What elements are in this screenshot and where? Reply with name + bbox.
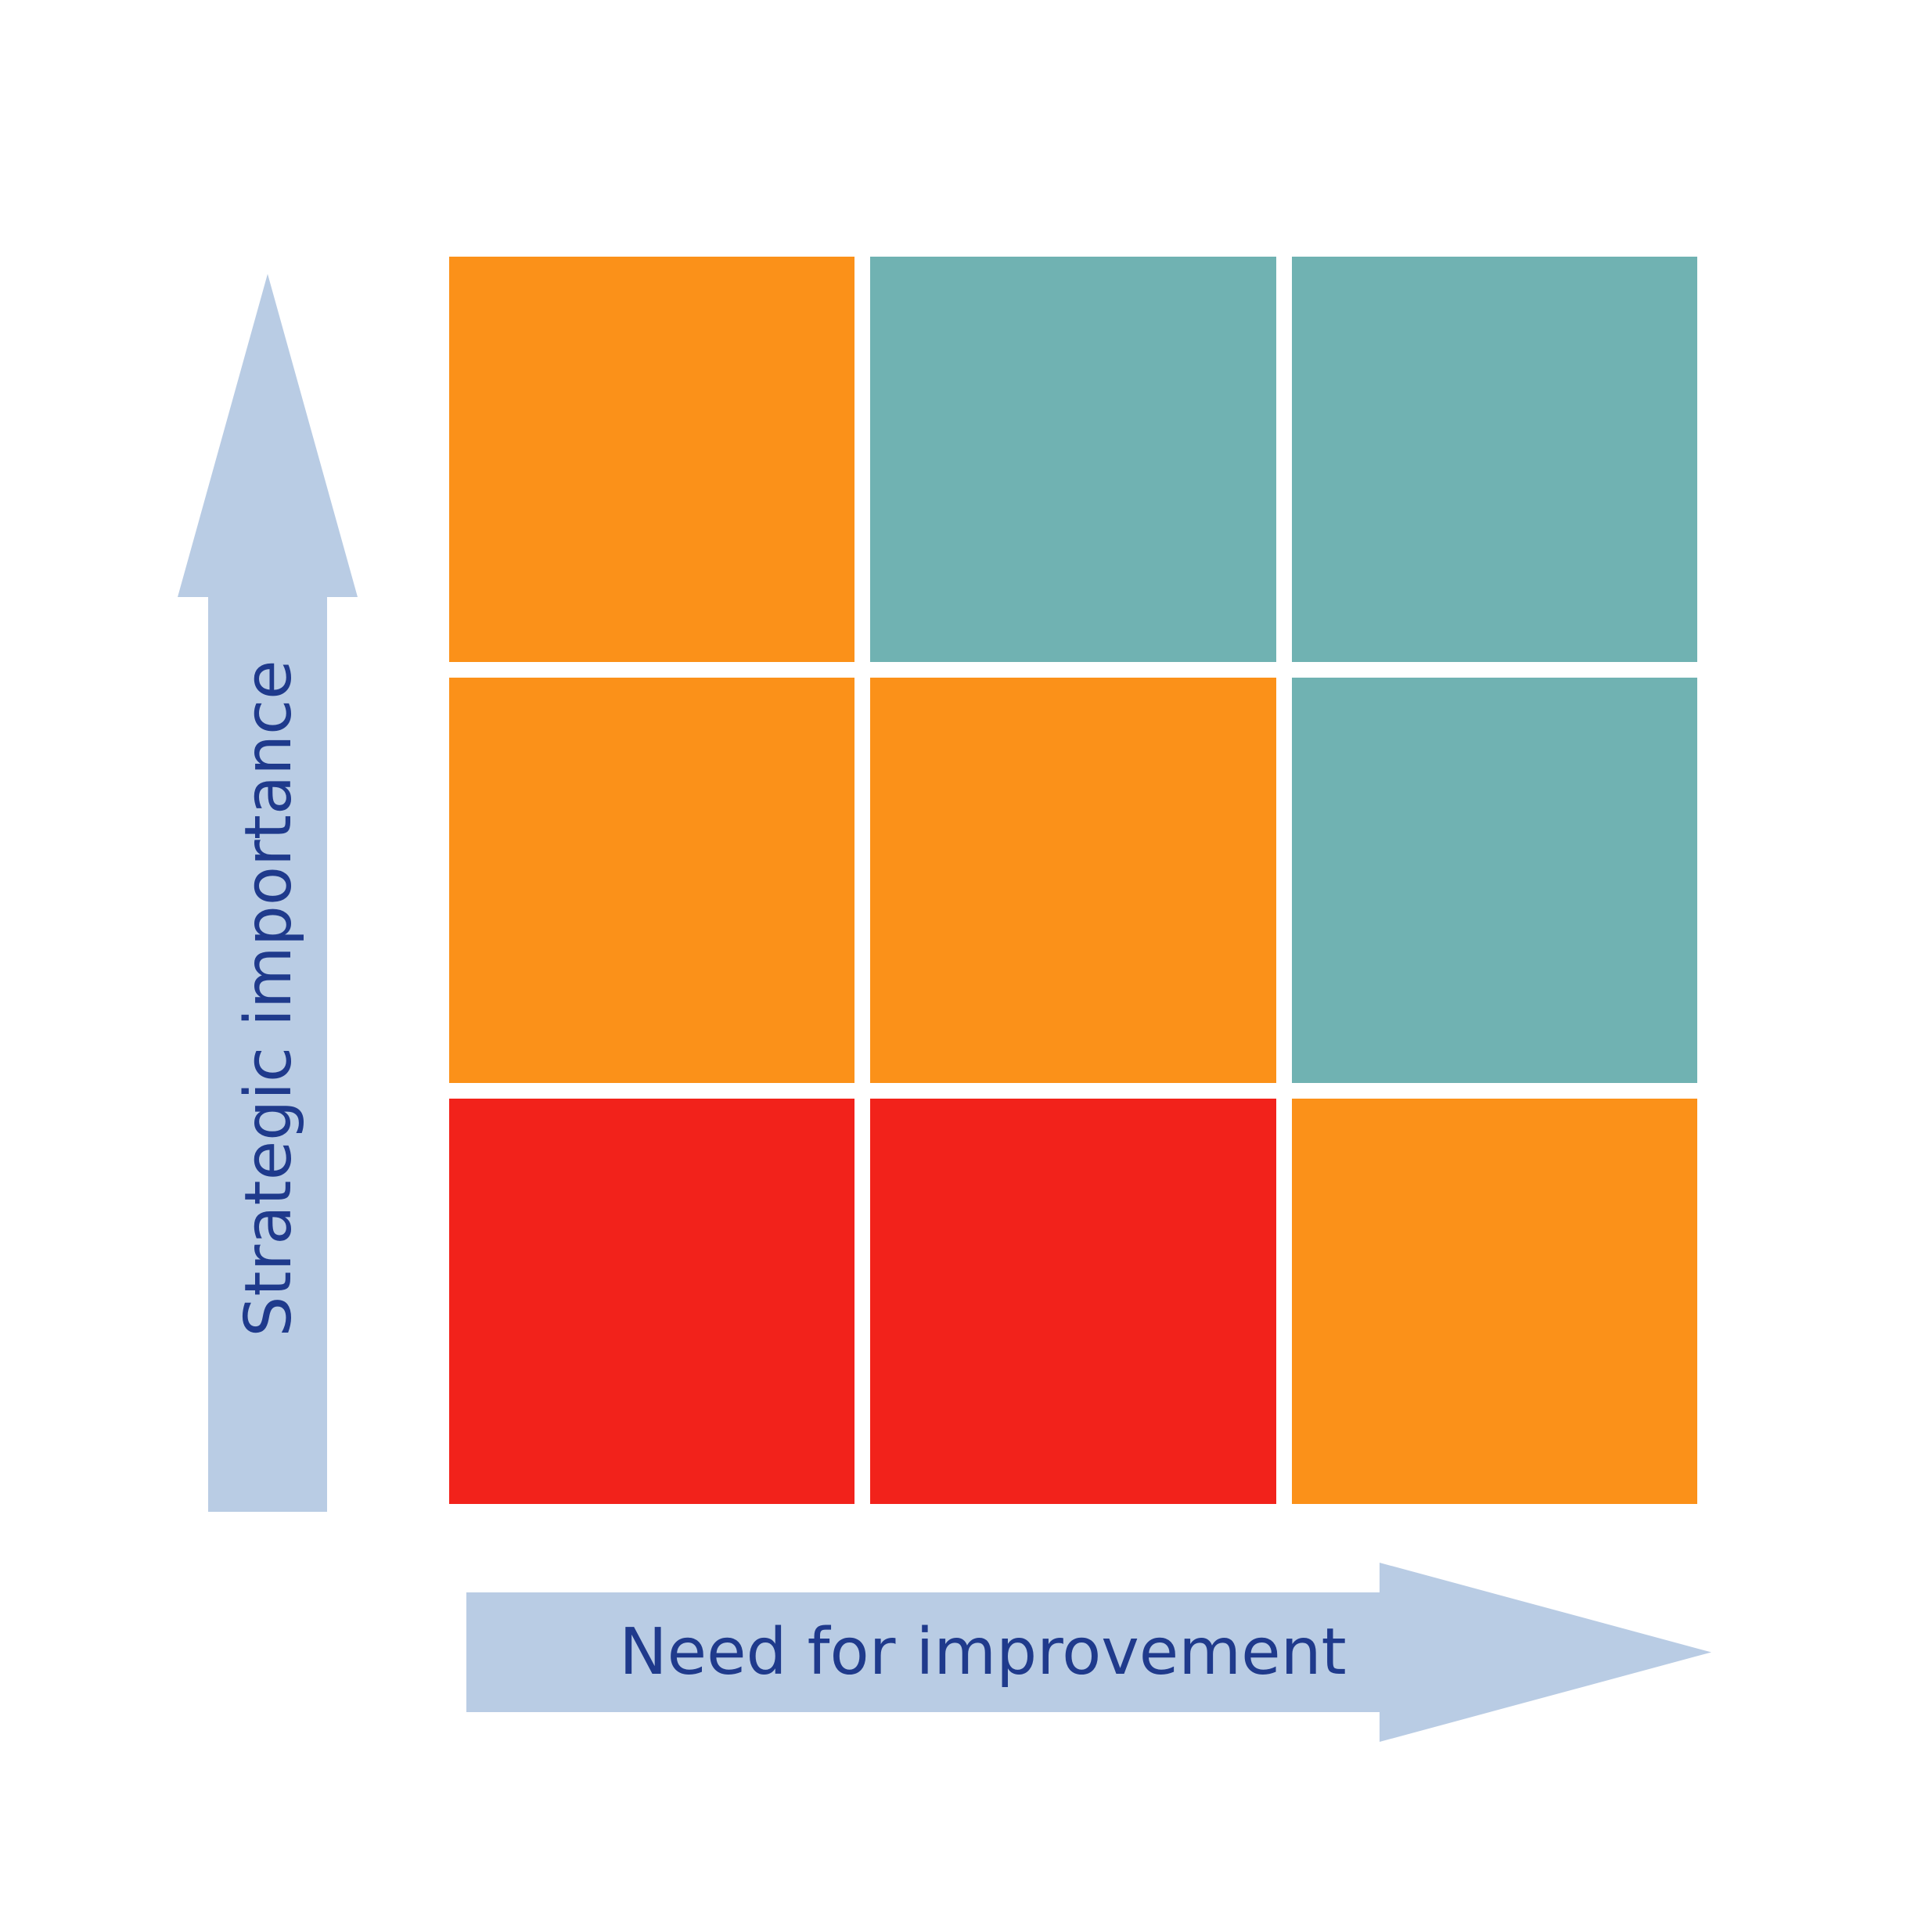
x-axis-arrow bbox=[466, 1563, 1711, 1742]
y-axis-arrow-shape bbox=[178, 274, 358, 1512]
matrix-cell-r1c3 bbox=[1291, 257, 1697, 662]
y-axis-arrow bbox=[178, 274, 358, 1512]
x-axis-label: Need for improvement bbox=[619, 1615, 1347, 1689]
matrix-cell-r3c1 bbox=[449, 1099, 855, 1504]
matrix-cell-r1c2 bbox=[870, 257, 1276, 662]
matrix-cell-r1c1 bbox=[449, 257, 855, 662]
matrix-cell-r3c3 bbox=[1291, 1099, 1697, 1504]
matrix-cell-r2c3 bbox=[1291, 678, 1697, 1083]
matrix-cell-r2c2 bbox=[870, 678, 1276, 1083]
matrix-grid bbox=[449, 257, 1697, 1504]
x-axis-arrow-shape bbox=[466, 1563, 1711, 1742]
y-axis-label: Strategic importance bbox=[232, 660, 306, 1337]
matrix-cell-r2c1 bbox=[449, 678, 855, 1083]
matrix-cell-r3c2 bbox=[870, 1099, 1276, 1504]
